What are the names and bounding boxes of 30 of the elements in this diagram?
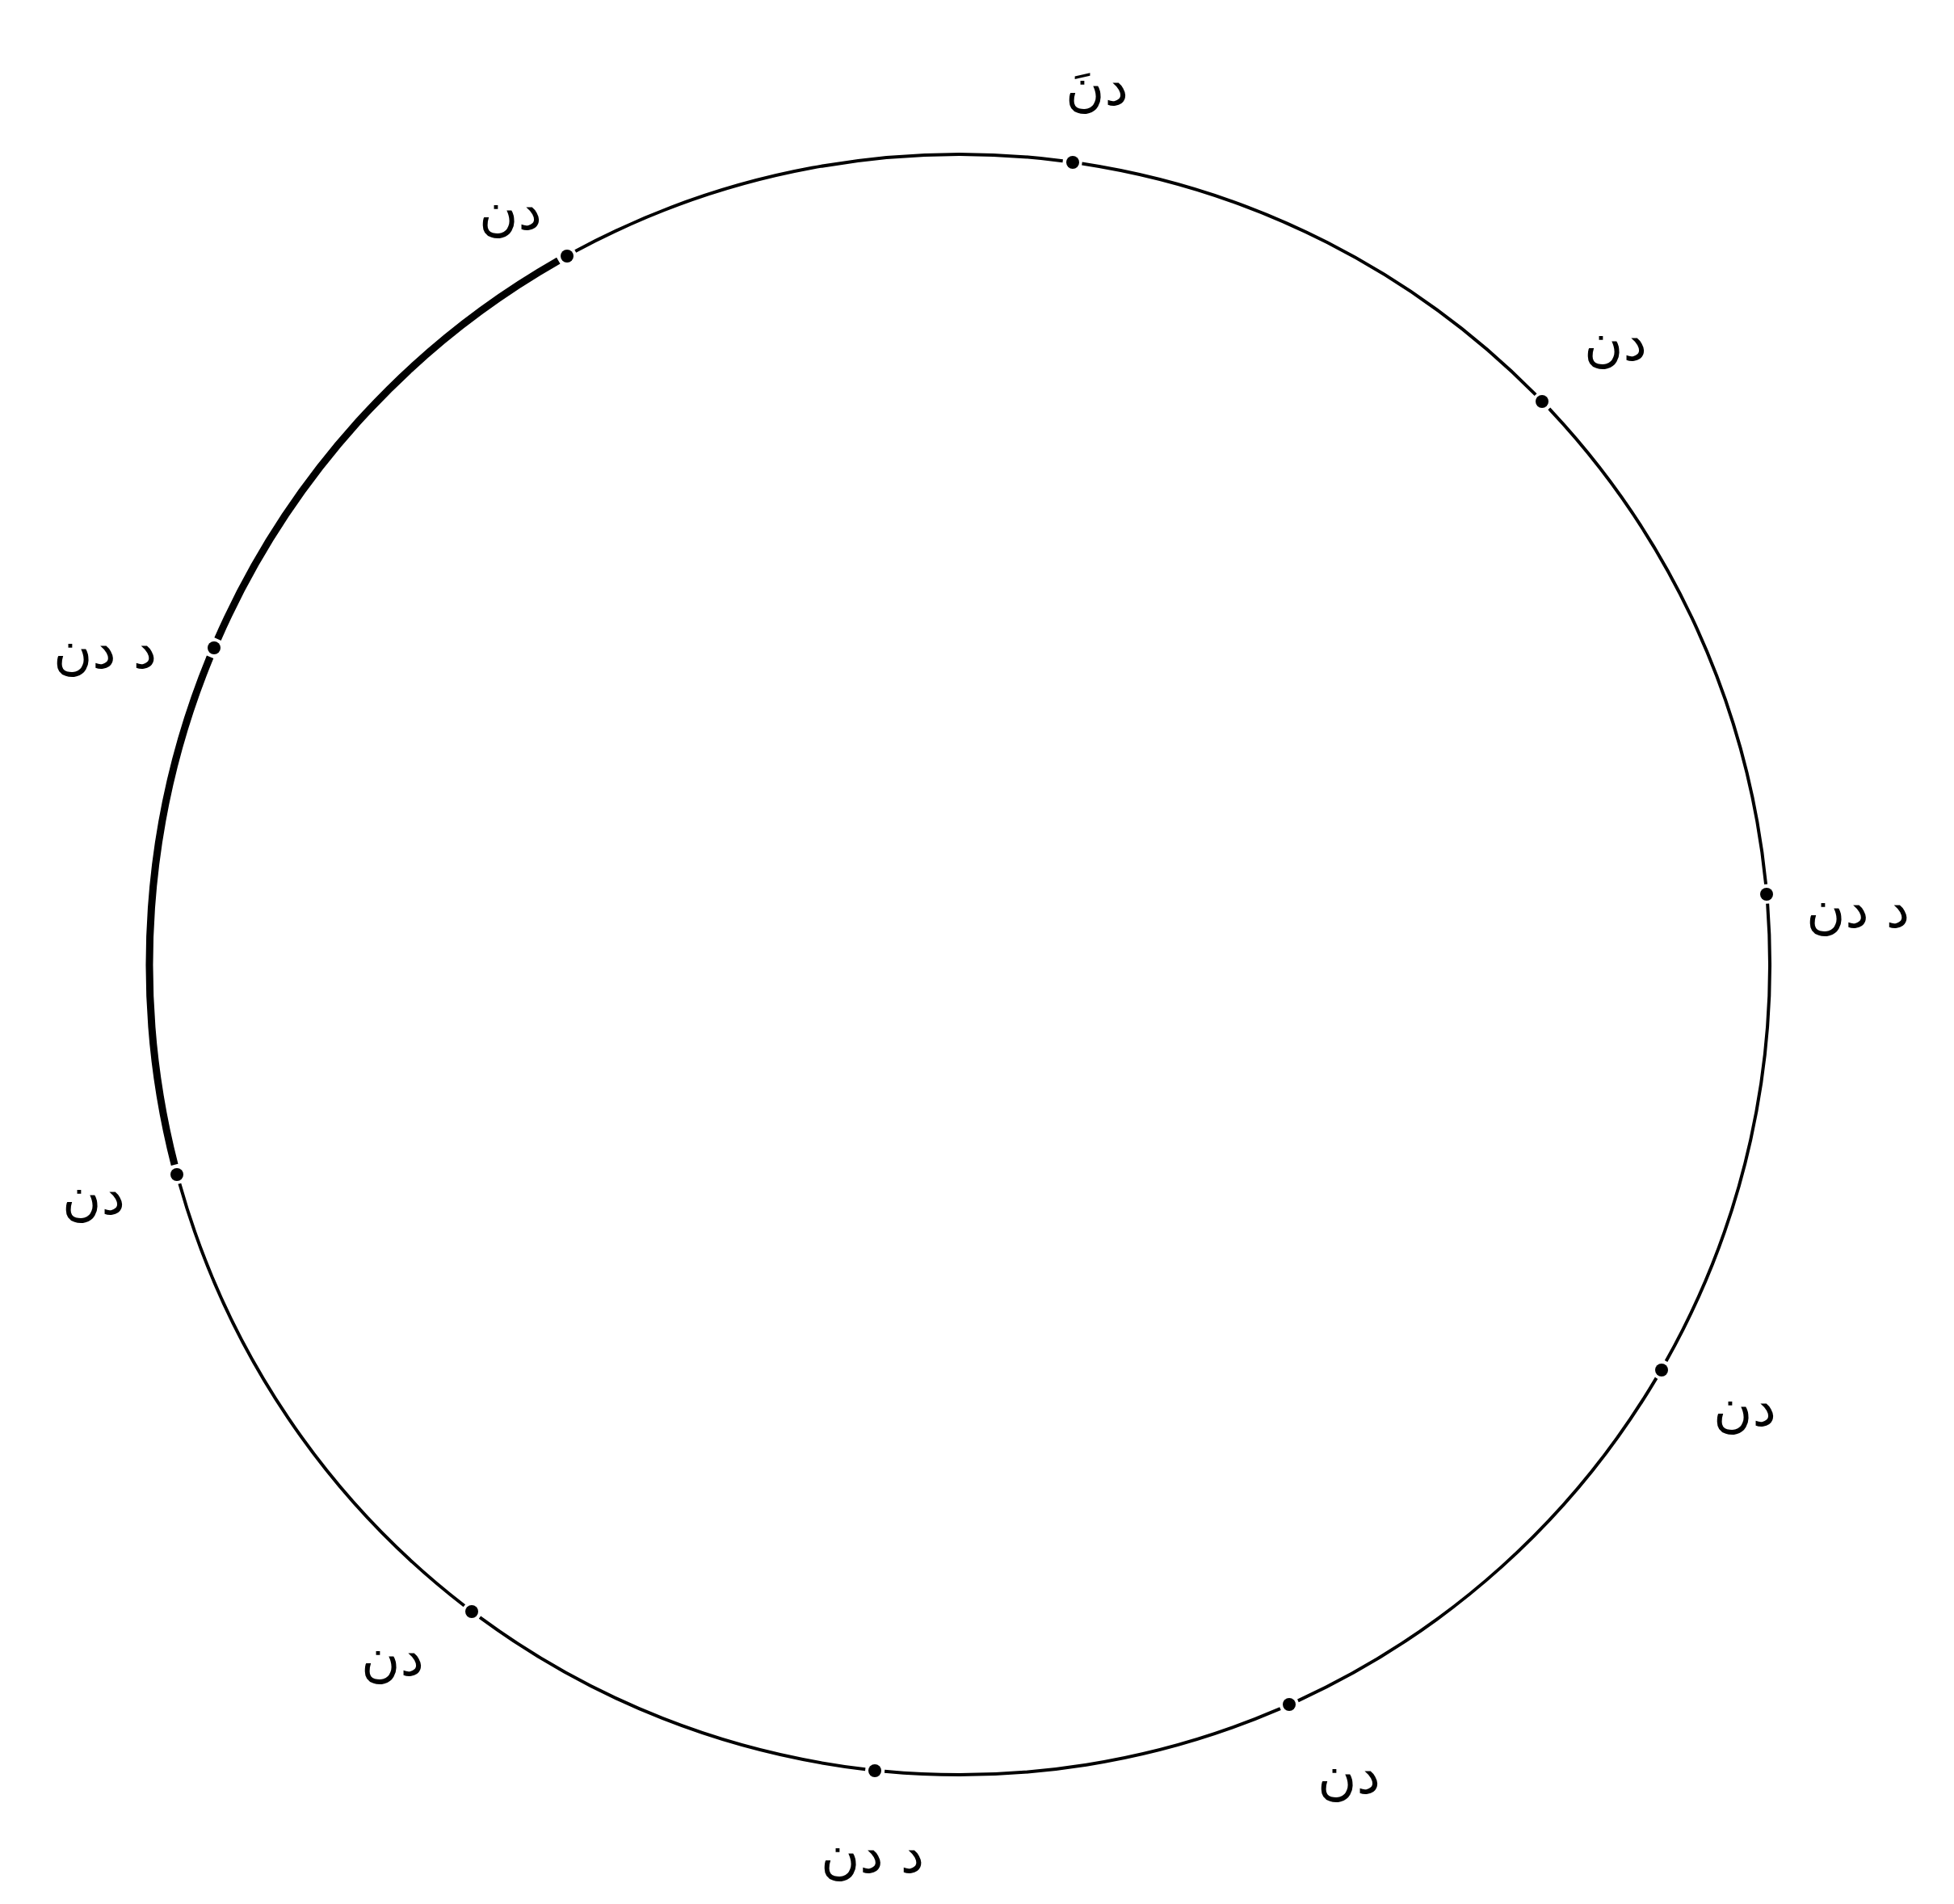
syllable-label: دن: [479, 179, 542, 244]
beat-dot: [1065, 155, 1079, 169]
beat-dot: [1536, 395, 1549, 409]
circle-arc: [214, 257, 561, 641]
syllable-label: دن: [62, 1164, 125, 1229]
beat-dot: [465, 1605, 479, 1619]
beat-dot: [868, 1763, 882, 1777]
circle-arc: [574, 153, 1063, 253]
syllable-label: دن: [1317, 1743, 1380, 1808]
syllable-label: دن: [1713, 1376, 1776, 1440]
circle-arc: [1082, 162, 1537, 397]
syllable-label: دن: [1584, 310, 1647, 375]
syllable-label: د دن: [1805, 877, 1910, 942]
circle-arc: [478, 1616, 866, 1772]
syllable-label: دن: [361, 1625, 424, 1690]
syllable-label: دنَ: [1065, 55, 1128, 120]
beat-dot: [207, 641, 221, 655]
beat-dot: [1760, 887, 1774, 901]
circle-arc: [1548, 407, 1768, 885]
beat-dot: [1654, 1363, 1668, 1377]
beat-dot: [1282, 1698, 1296, 1712]
beat-dot: [170, 1167, 184, 1181]
syllable-label: د دن: [820, 1822, 925, 1887]
circle-arc: [145, 655, 214, 1166]
circle-arc: [1296, 1377, 1658, 1703]
circle-arc: [178, 1183, 466, 1608]
beat-dot: [560, 249, 574, 263]
circle-arc: [1664, 903, 1771, 1362]
syllable-label: د دن: [53, 618, 158, 683]
circle-arc: [885, 1707, 1281, 1776]
